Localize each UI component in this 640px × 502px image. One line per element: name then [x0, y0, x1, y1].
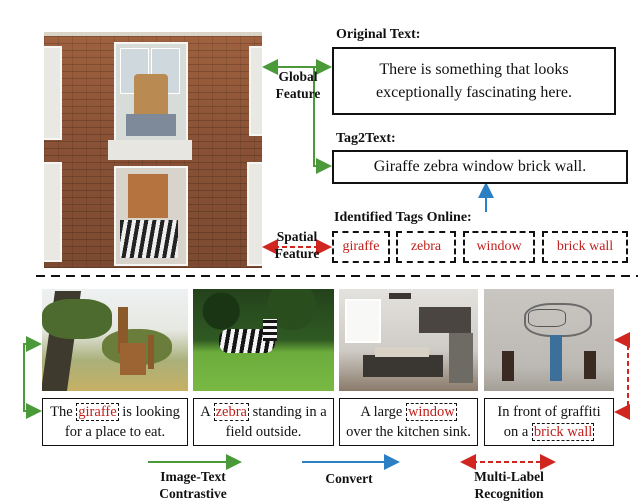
- caption-tag-giraffe: giraffe: [76, 403, 119, 421]
- original-text-title: Original Text:: [336, 27, 421, 42]
- global-feature-label: Global Feature: [275, 69, 321, 101]
- tag2text-box: Giraffe zebra window brick wall.: [332, 150, 628, 184]
- zebra-photo: [193, 289, 334, 391]
- tag2text-title: Tag2Text:: [336, 131, 396, 146]
- caption-tag-brick-wall: brick wall: [531, 423, 595, 441]
- kitchen-photo: [339, 289, 478, 391]
- caption-tag-zebra: zebra: [213, 403, 249, 421]
- caption-giraffe: The giraffe is looking for a place to ea…: [42, 398, 188, 446]
- legend-convert-label: Convert: [325, 471, 373, 486]
- caption-window: A large window over the kitchen sink.: [339, 398, 478, 446]
- legend-multilabel-label: Multi-Label Recognition: [474, 469, 544, 501]
- tag-zebra: zebra: [396, 231, 456, 263]
- contrastive-bracket: [23, 343, 42, 419]
- tag2text-text: Giraffe zebra window brick wall.: [373, 158, 587, 175]
- legend-contrastive-label: Image-Text Contrastive: [159, 469, 227, 501]
- building-photo: [44, 32, 262, 268]
- tag-giraffe: giraffe: [332, 231, 390, 263]
- identified-tags-title: Identified Tags Online:: [334, 210, 472, 225]
- graffiti-photo: [484, 289, 614, 391]
- giraffe-photo: [42, 289, 188, 391]
- global-to-tag2text-arrow: [313, 67, 332, 174]
- spatial-feature-label: Spatial Feature: [274, 229, 320, 261]
- caption-zebra: A zebra standing in a field outside.: [193, 398, 334, 446]
- caption-tag-window: window: [405, 403, 457, 421]
- original-text: There is something that looks exceptiona…: [376, 61, 572, 101]
- tag-window: window: [463, 231, 535, 263]
- multilabel-bracket: [614, 332, 630, 420]
- tag-brick-wall: brick wall: [542, 231, 628, 263]
- original-text-box: There is something that looks exceptiona…: [332, 47, 616, 115]
- caption-brick-wall: In front of graffiti on a brick wall: [484, 398, 614, 446]
